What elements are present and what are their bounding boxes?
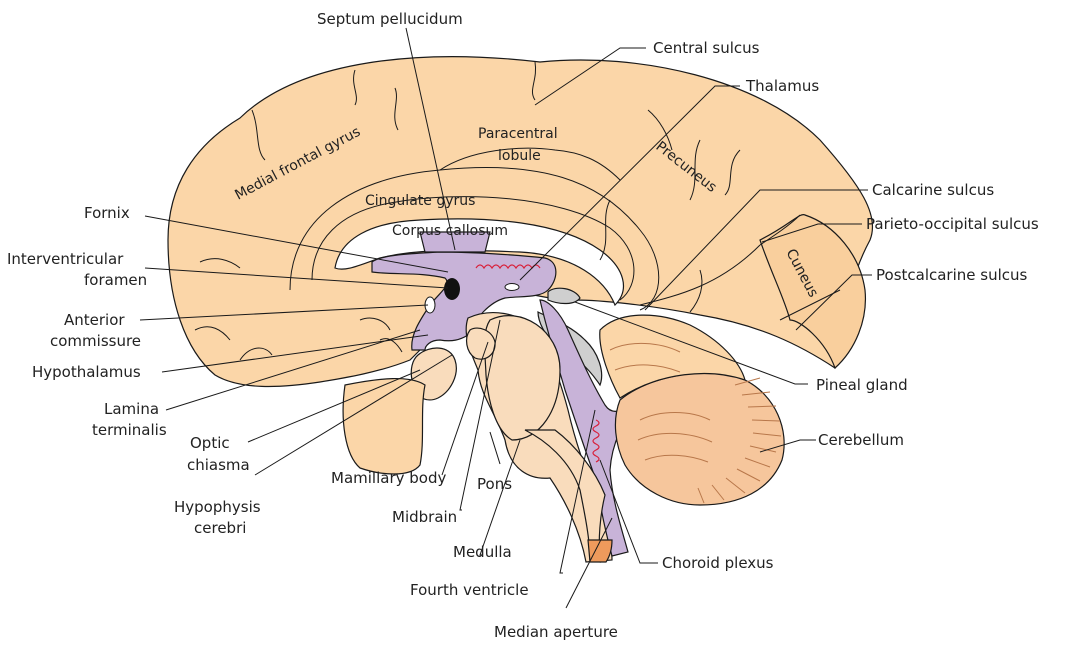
label-lamina-1: Lamina [104,400,159,418]
label-anterior-1: Anterior [64,311,125,329]
label-parieto-occipital-sulcus: Parieto-occipital sulcus [866,215,1039,233]
label-hypophysis-1: Hypophysis [174,498,261,516]
label-thalamus: Thalamus [745,77,819,95]
label-hypophysis-2: cerebri [194,519,246,537]
label-median-aperture: Median aperture [494,623,618,641]
thalamic-adhesion [505,284,519,291]
label-cingulate-gyrus: Cingulate gyrus [365,193,475,209]
label-anterior-2: commissure [50,332,141,350]
interventricular-foramen [444,278,460,300]
label-septum-pellucidum: Septum pellucidum [317,10,463,28]
label-postcalcarine-sulcus: Postcalcarine sulcus [876,266,1028,284]
label-calcarine-sulcus: Calcarine sulcus [872,181,994,199]
label-paracentral-lobule-2: lobule [498,148,541,164]
label-fourth-ventricle: Fourth ventricle [410,581,529,599]
label-optic-1: Optic [190,434,230,452]
label-optic-2: chiasma [187,456,250,474]
label-midbrain: Midbrain [392,508,457,526]
label-interventricular-1: Interventricular [7,250,124,268]
label-choroid-plexus: Choroid plexus [662,554,774,572]
temporal-lobe [343,379,425,474]
label-mamillary-body: Mamillary body [331,469,446,487]
label-cerebellum: Cerebellum [818,431,904,449]
label-interventricular-2: foramen [84,271,147,289]
label-pons: Pons [477,475,512,493]
label-paracentral-lobule-1: Paracentral [478,126,558,142]
label-central-sulcus: Central sulcus [653,39,760,57]
label-hypothalamus: Hypothalamus [32,363,141,381]
label-pineal-gland: Pineal gland [816,376,908,394]
label-lamina-2: terminalis [92,421,167,439]
label-medulla: Medulla [453,543,512,561]
label-fornix: Fornix [84,204,130,222]
